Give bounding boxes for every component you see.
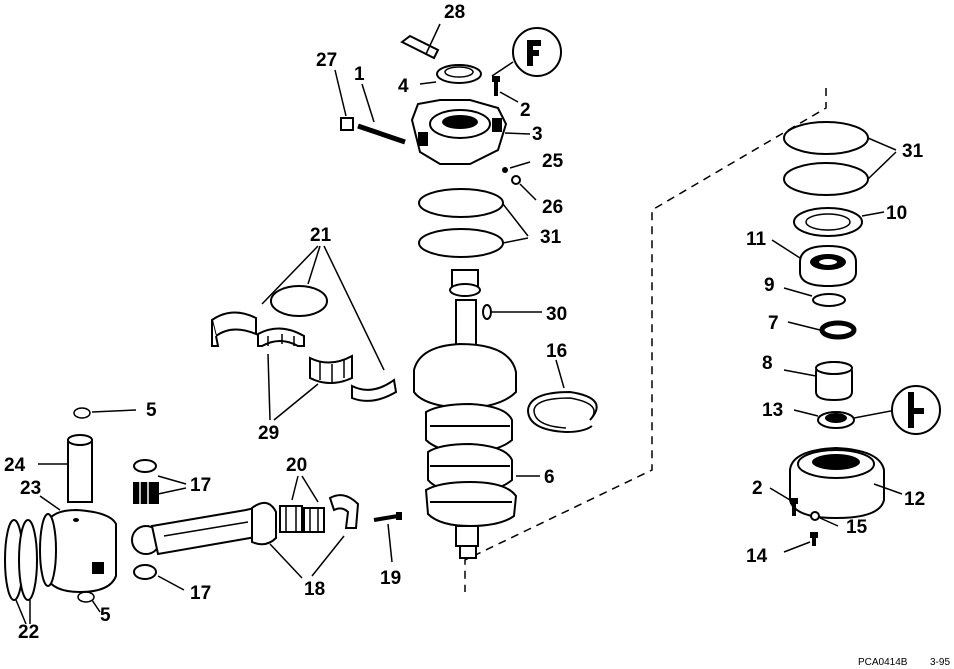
part-13-seal	[793, 409, 897, 429]
callout-6: 6	[544, 467, 555, 488]
part-20-rod-bearings	[279, 475, 360, 533]
callout-27: 27	[316, 50, 337, 71]
part-21-bearing-halves	[210, 245, 398, 402]
callout-1: 1	[354, 64, 365, 85]
callout-22: 22	[18, 622, 39, 643]
callout-31-center: 31	[540, 227, 562, 248]
part-28-bracket	[400, 23, 441, 60]
callout-23: 23	[20, 478, 41, 499]
part-22-piston-rings	[4, 519, 38, 625]
phantom-outline	[464, 88, 827, 592]
detail-callout-right	[891, 385, 941, 435]
callout-15: 15	[846, 517, 868, 538]
figure-date: 3-95	[930, 657, 950, 668]
part-2-screw-top	[492, 76, 519, 103]
part-15-washer	[810, 511, 839, 527]
callout-labels: 28 27 1 4 2 3 25 26 31 21 30 16 29 5 24 …	[4, 2, 925, 643]
figure-code: PCA0414B	[858, 657, 908, 668]
part-19-screw	[373, 512, 402, 563]
part-8-sleeve	[783, 360, 853, 402]
part-10-seal-plate	[793, 207, 885, 237]
callout-24: 24	[4, 455, 26, 476]
callout-20: 20	[286, 455, 307, 476]
callout-28: 28	[444, 2, 465, 23]
part-25-washer	[502, 161, 531, 173]
part-31-rings-right	[783, 121, 897, 196]
part-6-crankshaft	[413, 269, 540, 559]
callout-10: 10	[886, 203, 907, 224]
callout-30: 30	[546, 304, 567, 325]
part-7-o-ring	[787, 320, 857, 340]
callout-25: 25	[542, 151, 564, 172]
detail-callout-top	[491, 27, 562, 77]
part-4-seal	[419, 64, 482, 85]
callout-2-top: 2	[520, 100, 531, 121]
callout-18: 18	[304, 579, 325, 600]
callout-31-right: 31	[902, 141, 924, 162]
part-26-nut	[511, 175, 537, 201]
part-31-rings-center	[418, 188, 529, 258]
part-23-piston	[39, 495, 117, 594]
callout-21: 21	[310, 225, 332, 246]
callout-11: 11	[746, 229, 767, 250]
callout-5-bottom: 5	[100, 605, 111, 626]
callout-7: 7	[768, 313, 779, 334]
callout-14: 14	[746, 546, 768, 567]
callout-26: 26	[542, 197, 563, 218]
part-30-ring	[482, 304, 542, 320]
part-29-needle-cages	[257, 327, 353, 421]
part-27-nut	[334, 69, 354, 131]
part-18-connecting-rod	[131, 501, 345, 579]
callout-17-top: 17	[190, 475, 211, 496]
part-11-ball-bearing	[771, 239, 857, 288]
part-5-clip-bottom	[77, 591, 101, 613]
part-24-wrist-pin	[38, 434, 93, 503]
part-17-bearing-rollers	[133, 459, 187, 591]
part-2-screw-right	[769, 487, 798, 516]
callout-9: 9	[764, 275, 775, 296]
part-9-retaining-ring	[783, 287, 846, 307]
callout-4: 4	[398, 76, 409, 97]
callout-2-right: 2	[752, 478, 763, 499]
part-3-upper-bearing-housing	[410, 99, 531, 165]
callout-12: 12	[904, 489, 925, 510]
callout-29: 29	[258, 423, 279, 444]
callout-13: 13	[762, 400, 783, 421]
part-1-bolt	[357, 83, 406, 145]
callout-16: 16	[546, 341, 567, 362]
part-12-lower-bearing-housing	[789, 446, 903, 520]
part-14-screw	[783, 532, 818, 553]
callout-17-bottom: 17	[190, 583, 211, 604]
part-16-snap-ring	[526, 359, 598, 434]
callout-5-top: 5	[146, 400, 157, 421]
part-5-clip-top	[73, 407, 137, 419]
callout-8: 8	[762, 353, 773, 374]
callout-3: 3	[532, 124, 543, 145]
callout-19: 19	[380, 568, 401, 589]
